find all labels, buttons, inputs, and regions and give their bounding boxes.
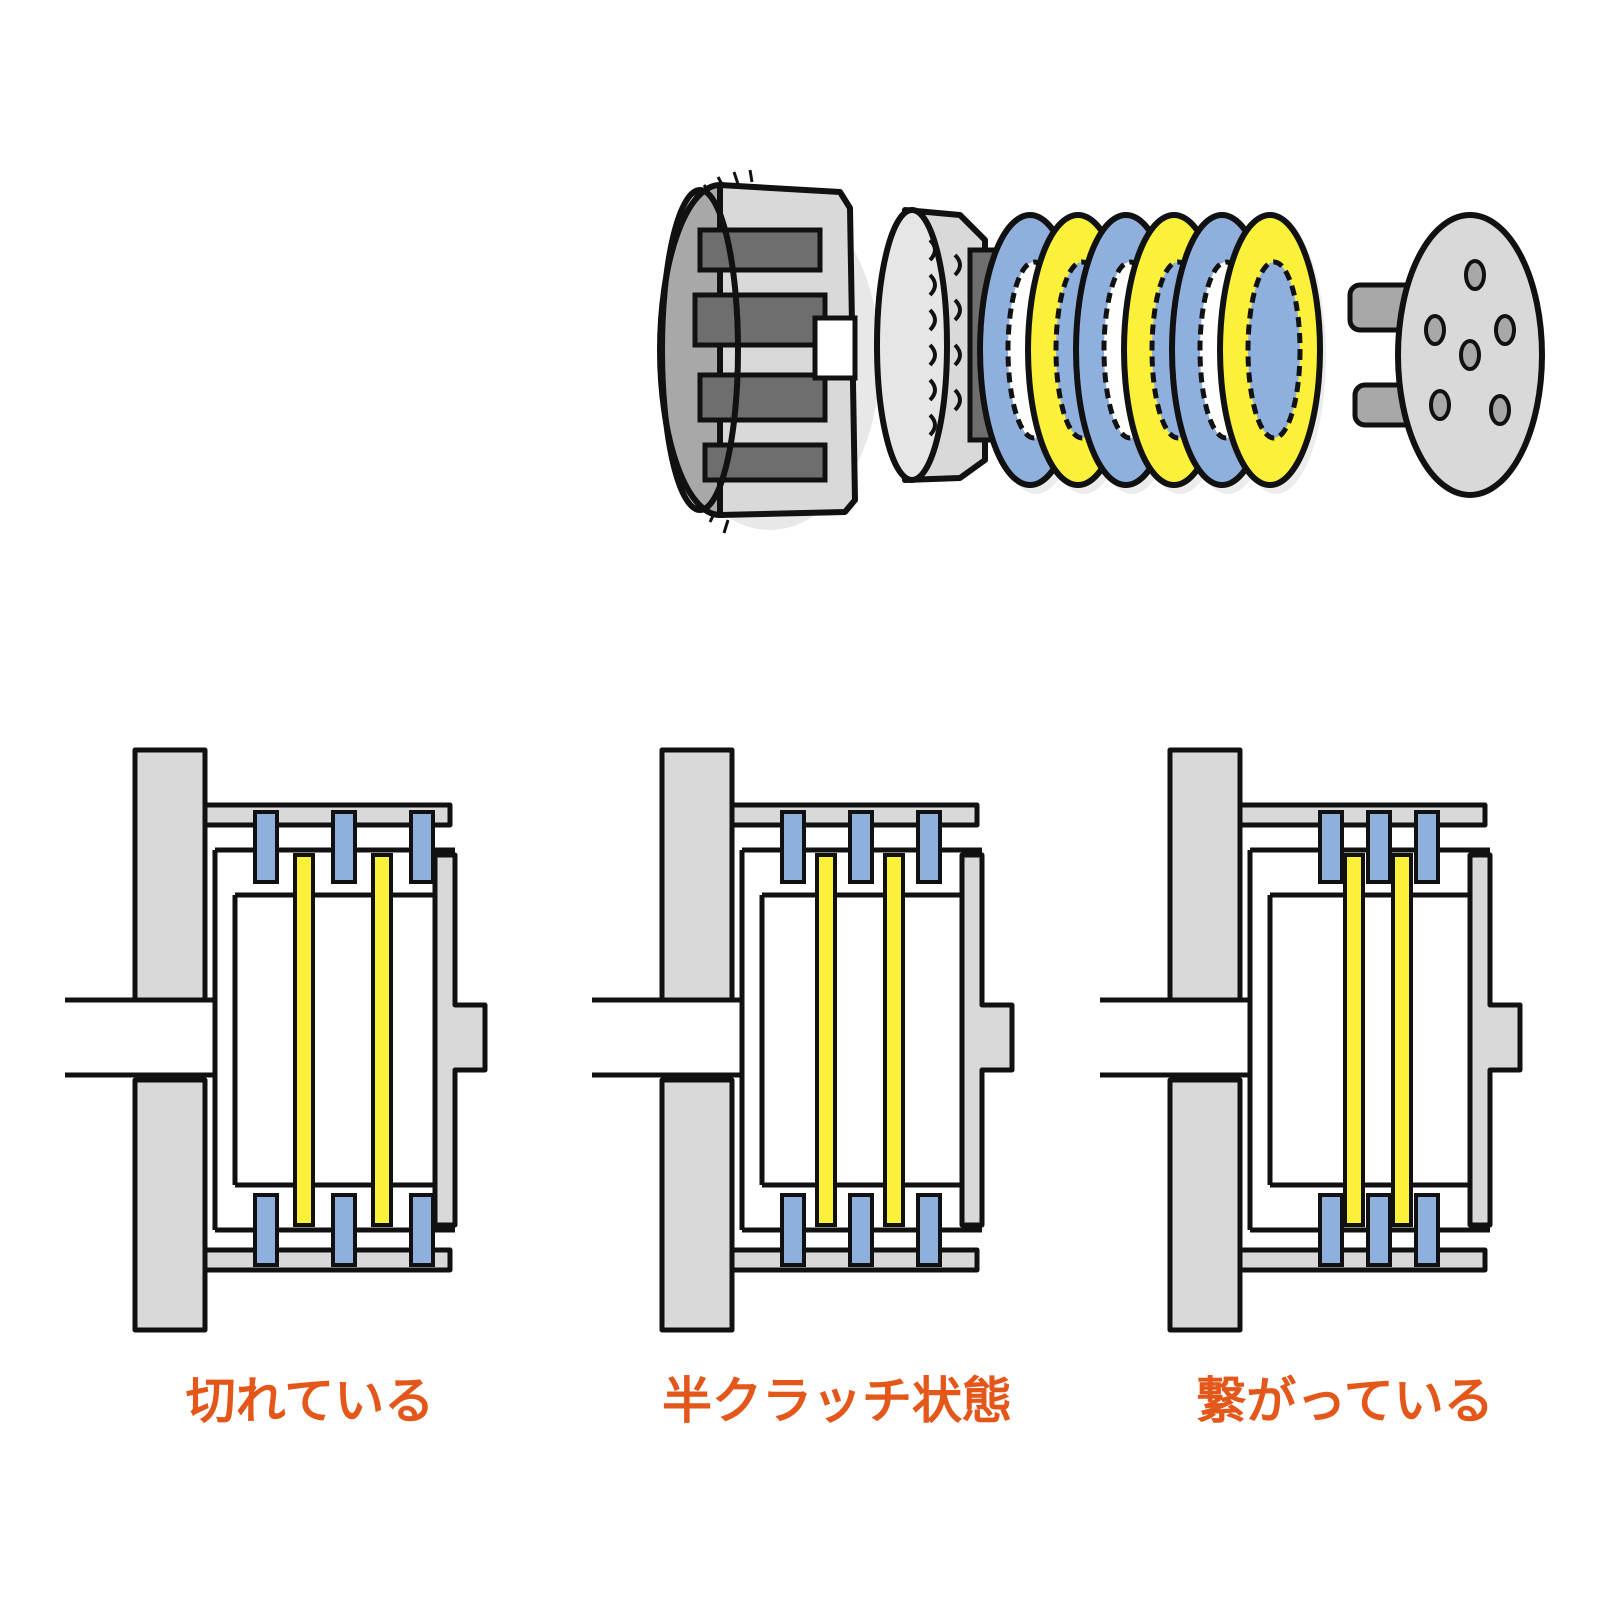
inner-hub	[739, 847, 982, 1233]
friction-tab-bottom-1	[780, 1193, 806, 1267]
clutch-plate-2	[883, 853, 905, 1227]
clutch-outer-housing	[657, 169, 880, 534]
friction-tab-top-3	[1414, 810, 1440, 884]
input-shaft	[1100, 997, 1250, 1078]
plate-stack	[977, 212, 1326, 494]
friction-tab-bottom-2	[1366, 1193, 1392, 1267]
friction-tab-top-3	[409, 810, 435, 884]
diagram-half-clutch: 半クラッチ状態	[592, 747, 1015, 1430]
friction-tab-bottom-3	[409, 1193, 435, 1267]
friction-tab-bottom-2	[848, 1193, 874, 1267]
pressure-plate	[1347, 212, 1545, 498]
inner-hub	[1247, 847, 1490, 1233]
pressure-plate-section	[432, 852, 488, 1228]
clutch-plate-6	[1217, 212, 1326, 494]
friction-tab-bottom-3	[916, 1193, 942, 1267]
caption-disengaged: 切れている	[186, 1372, 435, 1430]
clutch-state-diagrams: 切れている 半クラッチ状態 繋がっている	[65, 747, 1523, 1430]
input-shaft	[592, 997, 742, 1078]
caption-engaged: 繋がっている	[1196, 1372, 1494, 1430]
friction-tab-top-2	[848, 810, 874, 884]
friction-tab-bottom-1	[1318, 1193, 1344, 1267]
clutch-plate-2	[371, 853, 393, 1227]
basket-bottom	[1237, 1247, 1488, 1273]
diagram-engaged: 繋がっている	[1100, 747, 1523, 1430]
clutch-plate-1	[293, 853, 315, 1227]
drum-lower	[132, 1077, 208, 1333]
input-shaft	[65, 997, 215, 1078]
drum-upper	[132, 747, 208, 1003]
friction-tab-bottom-3	[1414, 1193, 1440, 1267]
friction-tab-top-1	[253, 810, 279, 884]
caption-half-clutch: 半クラッチ状態	[662, 1372, 1012, 1430]
friction-tab-top-1	[1318, 810, 1344, 884]
clutch-plate-2	[1391, 853, 1413, 1227]
friction-tab-bottom-2	[331, 1193, 357, 1267]
drum-upper	[1167, 747, 1243, 1003]
friction-tab-top-1	[780, 810, 806, 884]
friction-tab-top-3	[916, 810, 942, 884]
drum-lower	[1167, 1077, 1243, 1333]
friction-tab-top-2	[331, 810, 357, 884]
friction-tab-bottom-1	[253, 1193, 279, 1267]
clutch-plate-1	[1343, 853, 1365, 1227]
clutch-inner-hub	[874, 207, 1003, 483]
basket-top	[1237, 802, 1488, 828]
drum-lower	[659, 1077, 735, 1333]
pressure-plate-section	[1467, 852, 1523, 1228]
drum-upper	[659, 747, 735, 1003]
inner-hub	[212, 847, 455, 1233]
diagram-disengaged: 切れている	[65, 747, 488, 1430]
friction-tab-top-2	[1366, 810, 1392, 884]
clutch-plate-1	[815, 853, 837, 1227]
pressure-plate-section	[959, 852, 1015, 1228]
exploded-clutch-assembly	[657, 169, 1545, 534]
